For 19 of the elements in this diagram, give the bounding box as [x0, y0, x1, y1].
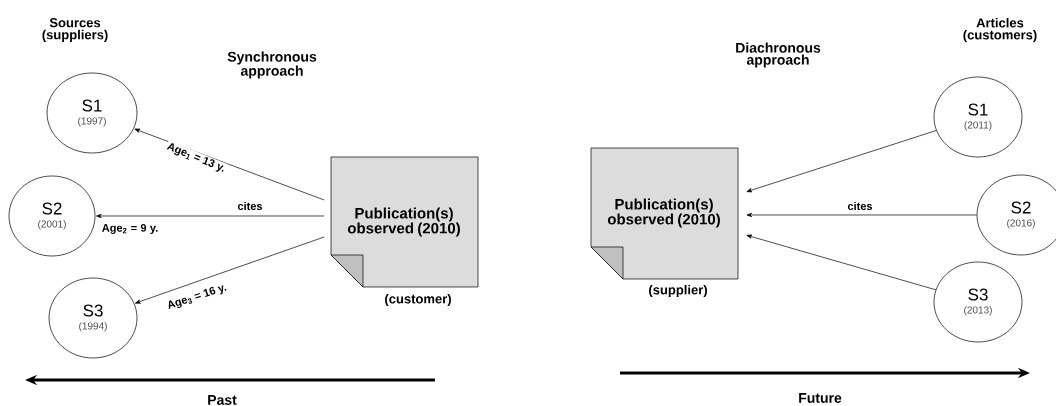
edge-label: cites: [236, 200, 264, 212]
heading: Synchronous approach: [227, 51, 317, 79]
arrow: [135, 236, 325, 304]
edge-label: Age$_{3}$ = 16 y.: [164, 281, 230, 313]
caption-text: (customer): [385, 293, 451, 307]
age-label: Age$_{2}$ = 9 y.: [102, 224, 158, 234]
arrow: [134, 128, 325, 201]
arrow: [746, 130, 937, 193]
caption-text: (supplier): [649, 284, 707, 298]
heading: Diachronous approach: [736, 42, 821, 68]
edge-label: Age$_{1}$ = 13 y.: [164, 140, 228, 176]
axis-label: Future: [799, 393, 842, 403]
heading: Sources (suppliers): [42, 18, 108, 42]
arrow: [746, 234, 937, 291]
arrow: [96, 213, 325, 219]
heading: Articles (customers): [963, 17, 1037, 43]
axis-label: Past: [208, 395, 237, 405]
arrow: [746, 212, 977, 218]
edge-label: cites: [846, 200, 874, 212]
